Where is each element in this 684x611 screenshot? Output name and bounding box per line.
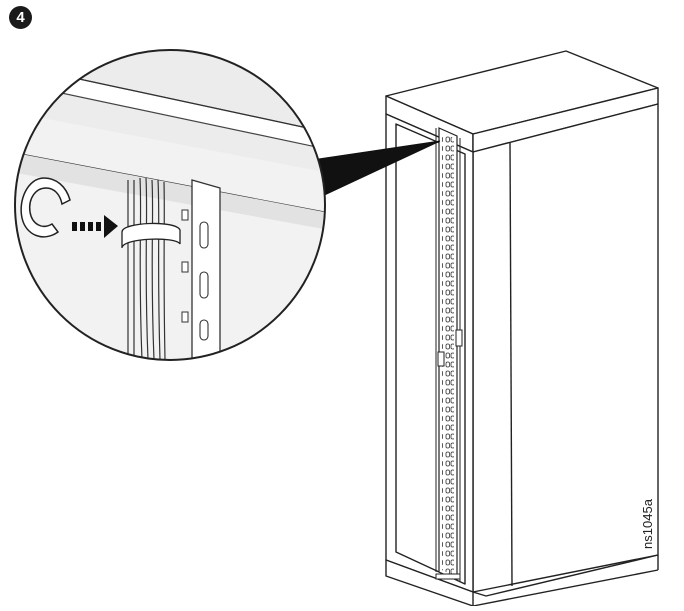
detail-rail	[181, 179, 221, 360]
step-number-badge: 4	[9, 6, 32, 29]
loose-strap	[20, 177, 71, 238]
figure-id-label: ns1045a	[640, 499, 655, 549]
cable-bundle	[127, 177, 166, 360]
side-panel-groove	[509, 141, 513, 587]
cable-tie-strap	[121, 222, 181, 249]
cabinet-side-panel	[472, 103, 659, 597]
rack-cabinet	[385, 50, 659, 607]
vertical-mounting-rail	[435, 127, 463, 582]
rail-foot	[435, 573, 461, 580]
dashed-arrow-icon	[72, 215, 118, 238]
magnified-detail	[14, 49, 326, 361]
rail-clip	[437, 351, 445, 367]
